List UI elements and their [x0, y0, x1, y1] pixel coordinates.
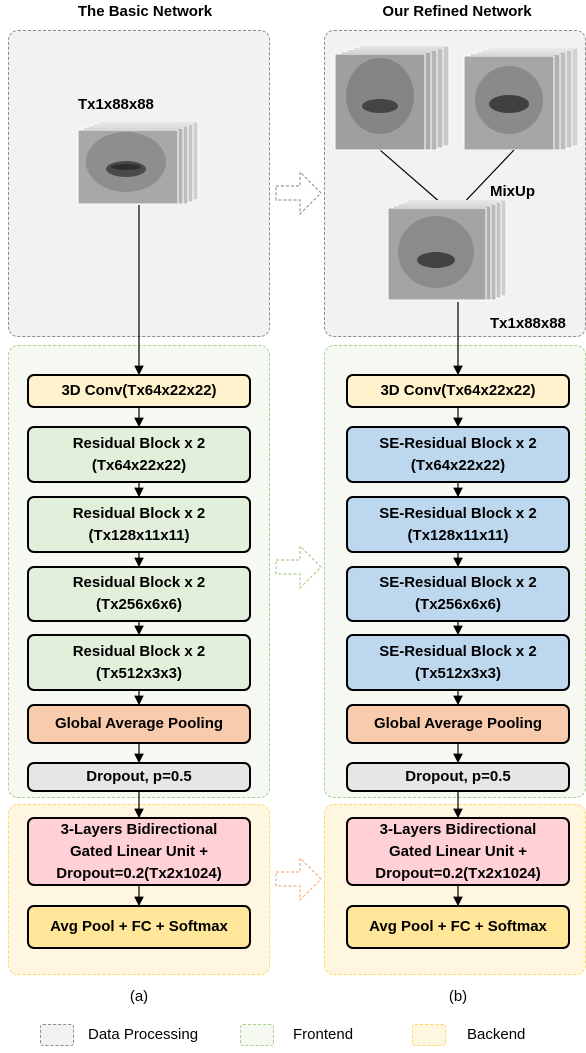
mixup-label: MixUp — [490, 183, 535, 200]
global-average-pooling-b: Global Average Pooling — [346, 704, 570, 744]
bgru-block-b: 3-Layers Bidirectional Gated Linear Unit… — [346, 817, 570, 886]
conv3d-block-a: 3D Conv(Tx64x22x22) — [27, 374, 251, 408]
refined-network-title: Our Refined Network — [382, 3, 532, 20]
transition-arrow-data — [275, 170, 322, 216]
legend-swatch-frontend — [240, 1024, 274, 1046]
face-frame-stack-a — [77, 122, 199, 204]
bgru-block-a: 3-Layers Bidirectional Gated Linear Unit… — [27, 817, 251, 886]
legend-label-backend: Backend — [467, 1026, 526, 1043]
se-residual-block-1-b: SE-Residual Block x 2 (Tx64x22x22) — [346, 426, 570, 483]
conv3d-block-b: 3D Conv(Tx64x22x22) — [346, 374, 570, 408]
dropout-block-b: Dropout, p=0.5 — [346, 762, 570, 792]
input-dims-label-a: Tx1x88x88 — [78, 96, 154, 113]
avgpool-fc-softmax-b: Avg Pool + FC + Softmax — [346, 905, 570, 949]
residual-block-4-a: Residual Block x 2 (Tx512x3x3) — [27, 634, 251, 691]
residual-block-2-a: Residual Block x 2 (Tx128x11x11) — [27, 496, 251, 553]
face-frame-stack-mixed — [387, 200, 507, 301]
transition-arrow-backend — [275, 856, 322, 902]
legend-swatch-data-processing — [40, 1024, 74, 1046]
dropout-block-a: Dropout, p=0.5 — [27, 762, 251, 792]
global-average-pooling-a: Global Average Pooling — [27, 704, 251, 744]
se-residual-block-3-b: SE-Residual Block x 2 (Tx256x6x6) — [346, 566, 570, 622]
legend-label-frontend: Frontend — [293, 1026, 354, 1043]
caption-b: (b) — [448, 988, 468, 1005]
se-residual-block-2-b: SE-Residual Block x 2 (Tx128x11x11) — [346, 496, 570, 553]
face-frame-stack-b2 — [463, 48, 579, 150]
residual-block-3-a: Residual Block x 2 (Tx256x6x6) — [27, 566, 251, 622]
input-dims-label-b: Tx1x88x88 — [490, 315, 566, 332]
legend-swatch-backend — [412, 1024, 446, 1046]
legend-label-data-processing: Data Processing — [88, 1026, 199, 1043]
residual-block-1-a: Residual Block x 2 (Tx64x22x22) — [27, 426, 251, 483]
se-residual-block-4-b: SE-Residual Block x 2 (Tx512x3x3) — [346, 634, 570, 691]
face-frame-stack-b1 — [334, 46, 450, 151]
transition-arrow-frontend — [275, 544, 322, 590]
basic-network-title: The Basic Network — [77, 3, 213, 20]
avgpool-fc-softmax-a: Avg Pool + FC + Softmax — [27, 905, 251, 949]
caption-a: (a) — [129, 988, 149, 1005]
